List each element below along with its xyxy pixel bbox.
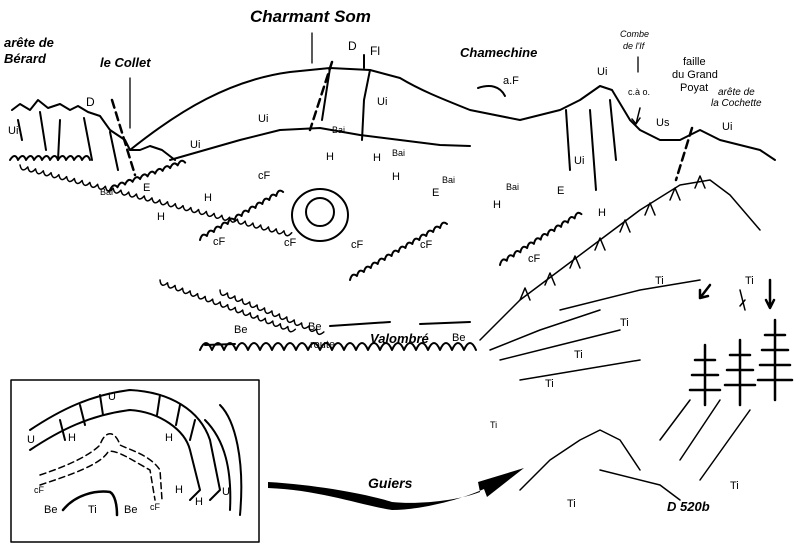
inset-label-be: Be	[124, 504, 138, 516]
label-arete-berard-2: Bérard	[4, 51, 46, 66]
strata-cf: cF	[351, 239, 364, 251]
inset-label-ti: Ti	[88, 504, 97, 516]
strata-h: H	[326, 151, 334, 163]
label-le-collet: le Collet	[100, 55, 151, 70]
strata-ui: Ui	[377, 96, 388, 108]
strata-cf: cF	[284, 237, 297, 249]
label-d-left: D	[86, 95, 95, 109]
strata-h: H	[493, 199, 501, 211]
strata-ui: Ui	[258, 113, 269, 125]
strata-us: Us	[656, 117, 670, 129]
strata-cf: cF	[213, 236, 226, 248]
label-arete-cochette-2: la Cochette	[711, 98, 762, 109]
inset-label-u: U	[222, 486, 230, 498]
strata-bai: Bai	[442, 175, 456, 185]
fault-grand-poyat	[674, 126, 694, 182]
strata-e: E	[557, 185, 565, 197]
label-chamechine: Chamechine	[460, 45, 538, 60]
inset-label-u: U	[108, 391, 116, 403]
inset-label-u: U	[27, 434, 35, 446]
strata-e: E	[143, 182, 151, 194]
strata-h: H	[373, 152, 381, 164]
strata-bai: Bai	[392, 148, 406, 158]
strata-ti: Ti	[574, 349, 583, 361]
strata-e: E	[432, 187, 440, 199]
label-route: route	[310, 339, 336, 351]
charmant-som-massif	[109, 67, 776, 281]
strata-ui: Ui	[574, 155, 585, 167]
label-guiers: Guiers	[368, 475, 413, 491]
label-arete-cochette-1: arête de	[718, 87, 755, 98]
conifer-trees	[688, 318, 794, 407]
strata-cf: cF	[420, 239, 433, 251]
strata-bai: Bai	[100, 187, 114, 197]
ridge-berard	[9, 99, 176, 171]
inset-label-cf: cF	[150, 502, 160, 512]
label-valombre: Valombré	[370, 331, 429, 346]
strata-ti: Ti	[620, 317, 629, 329]
cao-arrow	[631, 107, 641, 125]
strata-cf: cF	[258, 170, 271, 182]
label-combe-if-2: de l'If	[623, 41, 645, 51]
strata-ui: Ui	[722, 121, 733, 133]
inset-label-h: H	[175, 484, 183, 496]
label-charmant-som: Charmant Som	[250, 7, 371, 26]
strata-h: H	[392, 171, 400, 183]
strata-be: Be	[308, 321, 322, 333]
strata-cf: cF	[528, 253, 541, 265]
strata-ti: Ti	[567, 498, 576, 510]
label-faille-3: Poyat	[680, 82, 709, 94]
valley-floor	[199, 321, 477, 351]
label-af: a.F	[503, 75, 519, 87]
strata-ui: Ui	[8, 125, 19, 137]
label-fl: Fl	[370, 44, 380, 58]
af-arrow	[477, 85, 506, 97]
strata-ti: Ti	[490, 420, 498, 430]
guiers-river-arrow	[268, 468, 524, 510]
strata-h: H	[157, 211, 165, 223]
scarp-line-1	[19, 164, 293, 237]
label-d-top: D	[348, 39, 357, 53]
strata-ti: Ti	[655, 275, 664, 287]
lower-rocks	[519, 399, 751, 501]
inset-label-be: Be	[44, 504, 58, 516]
strata-h: H	[598, 207, 606, 219]
inset-label-h: H	[68, 432, 76, 444]
label-faille-1: faille	[683, 56, 706, 68]
forest-slope	[479, 175, 776, 381]
strata-bai: Bai	[506, 182, 520, 192]
strata-ti: Ti	[545, 378, 554, 390]
inset-label-h: H	[195, 496, 203, 508]
inset-cross-section	[10, 379, 260, 543]
strata-ti: Ti	[730, 480, 739, 492]
strata-be: Be	[234, 324, 248, 336]
scarp-line-2	[159, 279, 297, 333]
strata-ui: Ui	[597, 66, 608, 78]
fault-le-collet	[110, 98, 137, 177]
label-combe-if-1: Combe	[620, 29, 650, 39]
strata-ti: Ti	[745, 275, 754, 287]
scarp-line-3	[219, 289, 325, 336]
inset-label-cf: cF	[34, 485, 44, 495]
strata-ui: Ui	[190, 139, 201, 151]
strata-be: Be	[452, 332, 466, 344]
strata-bai: Bai	[332, 125, 346, 135]
label-faille-2: du Grand	[672, 69, 718, 81]
label-figure-ref: D 520b	[667, 499, 710, 514]
inset-label-h: H	[165, 432, 173, 444]
fault-d	[308, 60, 334, 132]
strata-h: H	[204, 192, 212, 204]
label-cao: c.à o.	[628, 87, 651, 97]
label-arete-berard-1: arête de	[4, 35, 54, 50]
